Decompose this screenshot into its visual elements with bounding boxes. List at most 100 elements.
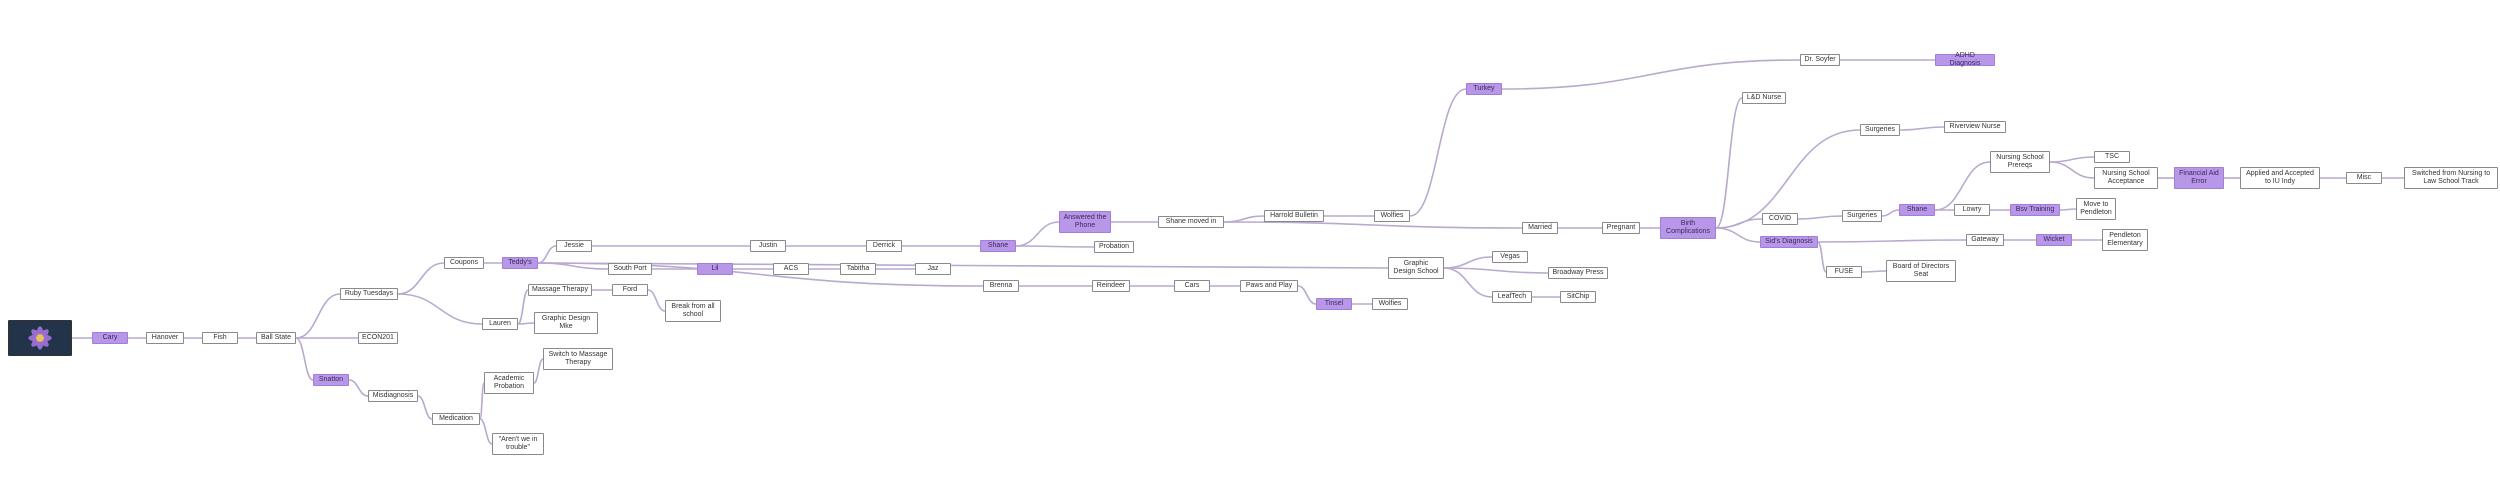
edge-nursingprereqs-nursingacceptance	[2049, 161, 2095, 179]
map-node-cary[interactable]: Cary	[92, 332, 128, 344]
map-node-sidsdiagnosis[interactable]: Sid's Diagnosis	[1760, 236, 1818, 248]
map-node-shane2[interactable]: Shane	[1899, 204, 1935, 216]
edge-shane-answeredphone	[1015, 221, 1060, 247]
map-node-riverviewnurse[interactable]: Riverview Nurse	[1944, 121, 2006, 133]
map-node-lauren[interactable]: Lauren	[482, 318, 518, 330]
edge-graphicdesignschool-leaftech	[1443, 267, 1493, 298]
map-node-jaz[interactable]: Jaz	[915, 263, 951, 275]
map-node-derrick[interactable]: Derrick	[866, 240, 902, 252]
map-node-lilj[interactable]: Lil	[697, 263, 733, 275]
edge-birthcomp-covid	[1715, 218, 1763, 229]
edge-medication-academicprobation	[479, 382, 485, 420]
map-node-pawsplay[interactable]: Paws and Play	[1240, 280, 1298, 292]
map-node-pendletonelem[interactable]: Pendleton Elementary	[2102, 229, 2148, 251]
map-node-snatton[interactable]: Snatton	[313, 374, 349, 386]
map-node-adhd[interactable]: ADHD Diagnosis	[1935, 52, 1995, 67]
flower-icon	[9, 321, 71, 355]
map-node-shane[interactable]: Shane	[980, 240, 1016, 252]
map-node-harroldbutelin[interactable]: Harrold Bulletin	[1264, 210, 1324, 222]
edge-birthcomp-ldnurse	[1715, 97, 1743, 229]
map-node-gateway[interactable]: Gateway	[1966, 234, 2004, 246]
edge-ford-breakschool	[647, 289, 666, 312]
map-node-probation[interactable]: Probation	[1094, 241, 1134, 253]
map-node-misc[interactable]: Misc	[2346, 172, 2382, 184]
edge-covid-surgeries2	[1797, 215, 1843, 220]
map-node-nursingprereqs[interactable]: Nursing School Prereqs	[1990, 151, 2050, 173]
map-node-nursingacceptance[interactable]: Nursing School Acceptance	[2094, 167, 2158, 189]
map-node-married[interactable]: Married	[1522, 222, 1558, 234]
map-node-appliedaccepted[interactable]: Applied and Accepted to IU Indy	[2240, 167, 2320, 189]
map-node-fuse[interactable]: FUSE	[1826, 266, 1862, 278]
edge-shanemovedin-married	[1223, 221, 1523, 229]
map-node-shanemovedin[interactable]: Shane moved in	[1158, 216, 1224, 228]
map-node-tsc[interactable]: TSC	[2094, 151, 2130, 163]
map-node-ballstate[interactable]: Ball State	[256, 332, 296, 344]
map-node-jessie[interactable]: Jessie	[556, 240, 592, 252]
map-node-rubytuesdays[interactable]: Ruby Tuesdays	[340, 288, 398, 300]
map-node-econ201[interactable]: ECON201	[358, 332, 398, 344]
edge-shane2-nursingprereqs	[1934, 161, 1991, 211]
map-node-justin[interactable]: Justin	[750, 240, 786, 252]
map-node-turkey[interactable]: Turkey	[1466, 83, 1502, 95]
map-node-cars[interactable]: Cars	[1174, 280, 1210, 292]
edge-graphicdesignschool-broadwaypress	[1443, 267, 1549, 274]
map-node-bsvtraining[interactable]: Bsv Training	[2010, 204, 2060, 216]
map-node-brenna[interactable]: Brenna	[983, 280, 1019, 292]
edge-rubytuesdays-coupons	[397, 262, 445, 295]
edge-lauren-massagetherapy	[517, 289, 529, 325]
map-node-acs[interactable]: ACS	[773, 263, 809, 275]
map-node-sitchip[interactable]: SitChip	[1560, 291, 1596, 303]
map-node-hanover[interactable]: Hanover	[146, 332, 184, 344]
map-node-graphicdesignmke[interactable]: Graphic Design Mke	[534, 312, 598, 334]
map-node-arentwe[interactable]: "Aren't we in trouble"	[492, 433, 544, 455]
edge-bsvtraining-movependleton	[2059, 208, 2077, 211]
map-node-surgeries2[interactable]: Surgeries	[1842, 210, 1882, 222]
map-node-breakschool[interactable]: Break from all school	[665, 300, 721, 322]
map-node-wolfies1[interactable]: Wolfies	[1374, 210, 1410, 222]
map-node-southport[interactable]: South Port	[608, 263, 652, 275]
edge-ballstate-snatton	[295, 337, 314, 381]
map-node-switchednursing[interactable]: Switched from Nursing to Law School Trac…	[2404, 167, 2498, 189]
map-node-coupons[interactable]: Coupons	[444, 257, 484, 269]
map-node-ldnurse[interactable]: L&D Nurse	[1742, 92, 1786, 104]
edge-surgeries2-shane2	[1881, 209, 1900, 217]
map-node-academicprobation[interactable]: Academic Probation	[484, 372, 534, 394]
map-node-tinsel[interactable]: Tinsel	[1316, 298, 1352, 310]
edge-ballstate-rubytuesdays	[295, 293, 341, 339]
map-node-drsoyfer[interactable]: Dr. Soyfer	[1800, 54, 1840, 66]
map-node-switchmassage[interactable]: Switch to Massage Therapy	[543, 348, 613, 370]
map-node-teddys[interactable]: Teddy's	[502, 257, 538, 269]
edge-lauren-graphicdesignmke	[517, 322, 535, 325]
map-node-covid[interactable]: COVID	[1762, 213, 1798, 225]
map-node-ford[interactable]: Ford	[612, 284, 648, 296]
edge-medication-arentwe	[479, 418, 493, 445]
map-node-boardseat[interactable]: Board of Directors Seat	[1886, 260, 1956, 282]
edge-academicprobation-switchmassage	[533, 358, 544, 384]
root-flower-image[interactable]	[8, 320, 72, 356]
map-node-movependleton[interactable]: Move to Pendleton	[2076, 198, 2116, 220]
map-node-tabitha[interactable]: Tabitha	[840, 263, 876, 275]
map-node-leaftech[interactable]: LeafTech	[1492, 291, 1532, 303]
edge-nursingprereqs-tsc	[2049, 156, 2095, 163]
edge-rubytuesdays-lauren	[397, 293, 483, 325]
map-node-lowry[interactable]: Lowry	[1954, 204, 1990, 216]
map-node-financialaid[interactable]: Financial Aid Error	[2174, 167, 2224, 189]
map-node-reindeer[interactable]: Reindeer	[1092, 280, 1130, 292]
edge-fuse-boardseat	[1861, 270, 1887, 273]
map-node-massagetherapy[interactable]: Massage Therapy	[528, 284, 592, 296]
edge-shanemovedin-harroldbutelin	[1223, 215, 1265, 223]
map-node-wicket[interactable]: Wicket	[2036, 234, 2072, 246]
map-node-vegas[interactable]: Vegas	[1492, 251, 1528, 263]
edge-shane-probation	[1015, 245, 1095, 248]
map-node-medication[interactable]: Medication	[432, 413, 480, 425]
map-node-wolfies2[interactable]: Wolfies	[1372, 298, 1408, 310]
map-node-fish[interactable]: Fish	[202, 332, 238, 344]
map-node-misdiagnosis[interactable]: Misdiagnosis	[368, 390, 418, 402]
map-node-pregnant[interactable]: Pregnant	[1602, 222, 1640, 234]
map-node-broadwaypress[interactable]: Broadway Press	[1548, 267, 1608, 279]
map-node-graphicdesignschool[interactable]: Graphic Design School	[1388, 257, 1444, 279]
map-node-answeredphone[interactable]: Answered the Phone	[1059, 211, 1111, 233]
map-node-surgeries1[interactable]: Surgeries	[1860, 124, 1900, 136]
map-node-birthcomp[interactable]: Birth Complications	[1660, 217, 1716, 239]
